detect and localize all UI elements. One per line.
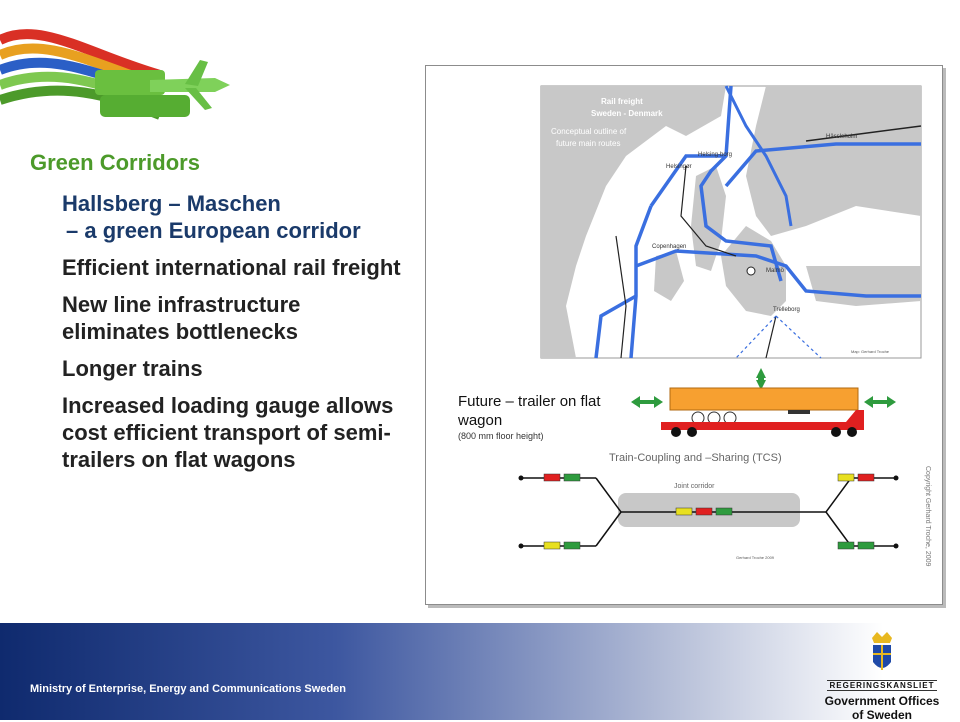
- map-place-copenhagen: Copenhagen: [652, 244, 686, 250]
- map-place-helsingor: Helsingør: [666, 164, 692, 170]
- bullet-text: Longer trains: [62, 356, 203, 381]
- wagon-caption: Future – trailer on flat wagon (800 mm f…: [458, 392, 618, 442]
- tcs-diagram: Train-Coupling and –Sharing (TCS) Joint …: [518, 452, 899, 560]
- wagon-caption-small: (800 mm floor height): [458, 431, 544, 441]
- rail-map: Rail freight Sweden - Denmark Conceptual…: [540, 85, 922, 359]
- bullet-text: Hallsberg – Maschen: [62, 191, 281, 216]
- gov-line-2: of Sweden: [851, 708, 912, 722]
- map-place-helsingborg: Helsing-borg: [698, 152, 732, 158]
- bullet-item: Efficient international rail freight: [62, 254, 402, 281]
- bullet-item: New line infrastructure eliminates bottl…: [62, 291, 402, 345]
- bullet-text: Efficient international rail freight: [62, 255, 401, 280]
- brand-name: REGERINGSKANSLIET: [827, 680, 937, 691]
- transport-logo-icon: [0, 0, 250, 150]
- bullet-text: New line infrastructure eliminates bottl…: [62, 292, 301, 344]
- ministry-name: Ministry of Enterprise, Energy and Commu…: [30, 683, 347, 695]
- slide-title: Green Corridors: [30, 150, 200, 175]
- bullet-item: Hallsberg – Maschen – a green European c…: [62, 190, 402, 244]
- bullet-item: Increased loading gauge allows cost effi…: [62, 392, 402, 473]
- map-credit: Map: Gerhard Troche: [851, 349, 890, 354]
- wagon-caption-text: Future – trailer on flat wagon: [458, 393, 601, 429]
- government-logo: REGERINGSKANSLIET Government Offices of …: [812, 630, 952, 722]
- figure-panel: Rail freight Sweden - Denmark Conceptual…: [425, 65, 943, 605]
- map-place-trelleborg: Trelleborg: [773, 307, 800, 313]
- tcs-title: Train-Coupling and –Sharing (TCS): [609, 452, 782, 464]
- footer-band: [0, 623, 960, 720]
- bullet-text-continued: – a green European corridor: [66, 218, 361, 243]
- map-subtitle: Sweden - Denmark: [591, 109, 663, 118]
- bullet-list: Hallsberg – Maschen – a green European c…: [62, 190, 402, 483]
- map-place-malmo: Malmö: [766, 268, 785, 274]
- wagon-illustration: [631, 368, 896, 437]
- tcs-joint-label: Joint corridor: [674, 483, 715, 490]
- map-note: Conceptual outline of future main routes: [551, 127, 628, 148]
- bullet-text: Increased loading gauge allows cost effi…: [62, 393, 394, 472]
- swedish-crown-icon: [872, 632, 892, 670]
- gov-line-1: Government Offices: [824, 694, 940, 708]
- tcs-credit: Gerhard Troche 2009: [736, 555, 775, 560]
- copyright-text: Copyright Gerhard Troche, 2009: [924, 466, 931, 566]
- map-place-hassleholm: Hässleholm: [826, 134, 857, 140]
- map-title: Rail freight: [601, 97, 643, 106]
- bullet-item: Longer trains: [62, 355, 402, 382]
